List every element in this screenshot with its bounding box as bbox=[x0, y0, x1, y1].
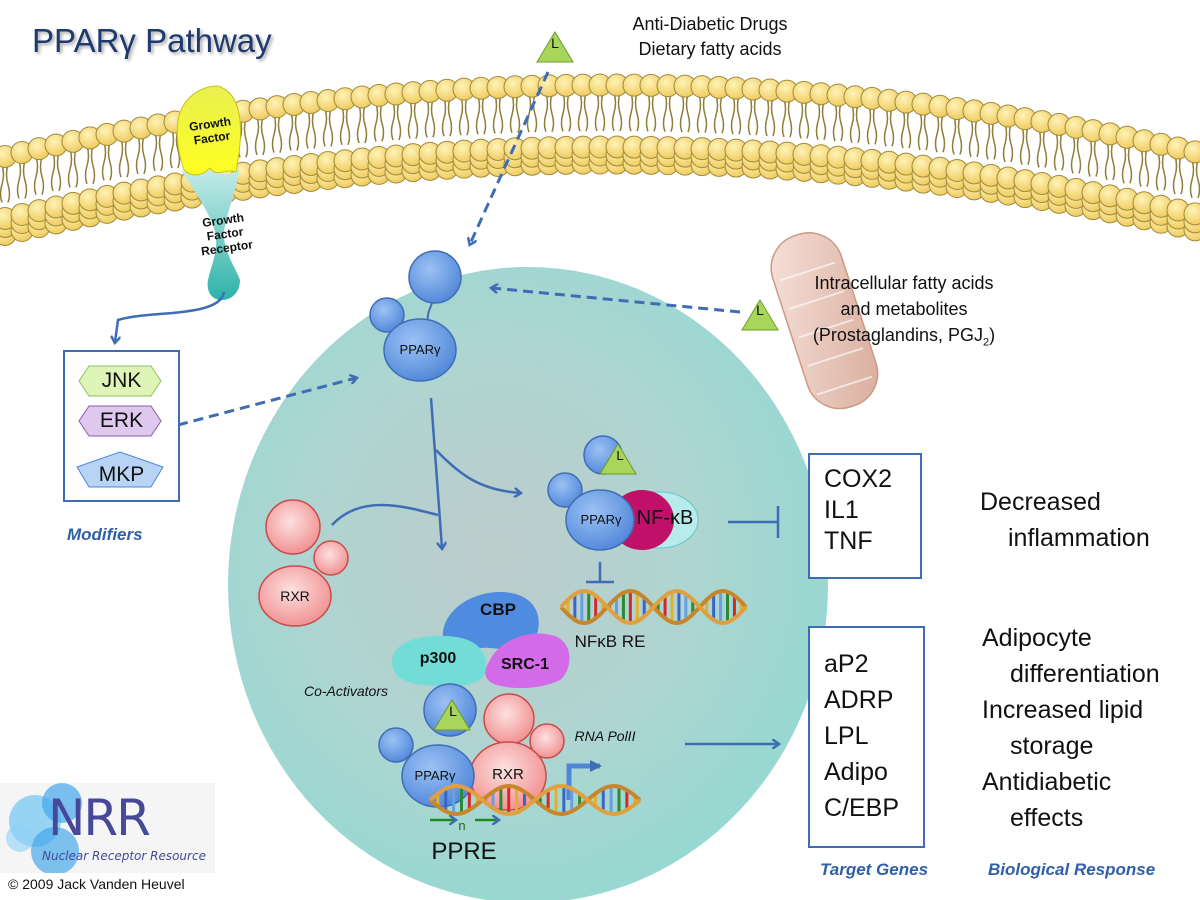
nrr-logo-bubbles bbox=[6, 783, 82, 873]
ligand-ppre-triangle bbox=[433, 699, 471, 731]
response-line-6: effects bbox=[1010, 804, 1084, 832]
ligand-intracellular-label: L bbox=[756, 302, 764, 318]
ligand-extracellular-label: L bbox=[551, 35, 559, 51]
rxr-free-label: RXR bbox=[280, 588, 310, 604]
jnk-hexagon bbox=[78, 365, 162, 397]
intracellular-ligand-line-1: Intracellular fatty acids bbox=[814, 273, 994, 293]
dna-strand bbox=[559, 588, 748, 626]
response-line-3: Increased lipid bbox=[982, 696, 1144, 724]
ppar-dna-label: PPARγ bbox=[414, 768, 456, 783]
nfkb-re-inhibit bbox=[586, 562, 614, 584]
inflammation-response: Decreased inflammation bbox=[980, 484, 1150, 556]
erk-hexagon bbox=[78, 405, 162, 437]
modifier-jnk: JNK bbox=[101, 369, 142, 392]
ppar-down-arrow bbox=[429, 397, 442, 548]
inflammation-response-line-2: inflammation bbox=[1008, 524, 1150, 552]
receptor-to-modifiers-arrow bbox=[115, 291, 226, 342]
target-gene-ap2: aP2 bbox=[824, 650, 869, 678]
nrr-logo: NRR Nuclear Receptor Resource bbox=[0, 783, 215, 873]
page-title: PPARγ Pathway bbox=[32, 22, 272, 59]
coactivator-cbp-label: CBP bbox=[480, 600, 516, 619]
ligand-triangle-icon bbox=[433, 31, 779, 731]
extracellular-ligands-text: Anti-Diabetic Drugs Dietary fatty acids bbox=[590, 12, 830, 62]
intracellular-ligand-line-2: and metabolites bbox=[840, 299, 968, 319]
rxr-join-line bbox=[331, 503, 439, 526]
coactivator-src1-label: SRC-1 bbox=[500, 656, 549, 673]
ppre-dna bbox=[428, 783, 642, 817]
modifier-mkp: MKP bbox=[98, 463, 145, 486]
intracellular-ligands-text: Intracellular fatty acids and metabolite… bbox=[776, 270, 1032, 356]
nfkb-label: NF-κB bbox=[636, 507, 694, 529]
response-line-1: Adipocyte bbox=[982, 624, 1092, 652]
rxr-dna-label: RXR bbox=[492, 766, 524, 783]
growth-factor-receptor-shape bbox=[180, 168, 240, 300]
response-line-5: Antidiabetic bbox=[982, 768, 1112, 796]
inflammation-genes-box: COX2 IL1 TNF bbox=[808, 453, 922, 579]
ligand-extracellular-triangle bbox=[536, 31, 574, 63]
modifiers-shapes bbox=[76, 365, 164, 488]
intracellular-ligand-arrow bbox=[492, 288, 741, 314]
response-line-2: differentiation bbox=[1010, 660, 1160, 688]
ppar-nfkb-complex bbox=[547, 435, 699, 551]
coactivator-p300-label: p300 bbox=[419, 650, 457, 667]
nrr-logo-name: Nuclear Receptor Resource bbox=[42, 849, 206, 863]
cell-membrane bbox=[0, 73, 1200, 246]
copyright: © 2009 Jack Vanden Heuvel bbox=[8, 876, 185, 892]
target-genes-box: aP2 ADRP LPL Adipo C/EBP bbox=[808, 626, 925, 848]
target-genes-caption: Target Genes bbox=[820, 860, 929, 879]
target-gene-cebp: C/EBP bbox=[824, 794, 900, 822]
inflammation-gene-tnf: TNF bbox=[824, 527, 873, 555]
ligand-nfkb-triangle bbox=[599, 443, 637, 475]
intracellular-ligand-line-3: (Prostaglandins, PGJ2) bbox=[812, 325, 996, 349]
ppar-cytoplasm-label: PPARγ bbox=[399, 342, 441, 357]
ligand-intracellular-triangle bbox=[741, 299, 779, 331]
extracellular-ligand-line-2: Dietary fatty acids bbox=[638, 39, 782, 59]
coactivators-caption: Co-Activators bbox=[303, 683, 389, 699]
mitochondrion bbox=[770, 232, 879, 410]
modifiers-caption: Modifiers bbox=[67, 525, 143, 544]
ppar-to-nfkb-arrow bbox=[435, 449, 520, 493]
mkp-pentagon bbox=[76, 451, 164, 488]
inflammation-gene-cox2: COX2 bbox=[824, 465, 893, 493]
nrr-logo-letters: NRR bbox=[48, 789, 151, 847]
ppar-nfkb-label: PPARγ bbox=[580, 512, 622, 527]
nucleus-sphere bbox=[228, 267, 828, 900]
target-gene-adrp: ADRP bbox=[824, 686, 894, 714]
biological-response-list: Adipocyte differentiation Increased lipi… bbox=[982, 620, 1160, 836]
rxr-free bbox=[258, 499, 349, 627]
modifiers-arrow bbox=[177, 378, 356, 427]
ppar-cytoplasm bbox=[369, 250, 462, 382]
nfkb-re-dna bbox=[559, 588, 748, 626]
biological-response-caption: Biological Response bbox=[988, 860, 1156, 879]
ppre-label: PPRE bbox=[431, 838, 497, 865]
inflammation-gene-il1: IL1 bbox=[824, 496, 859, 524]
extracellular-ligand-line-1: Anti-Diabetic Drugs bbox=[632, 14, 788, 34]
rna-pol-label: RNA PolII bbox=[574, 728, 636, 744]
target-gene-adipo: Adipo bbox=[824, 758, 888, 786]
target-gene-lpl: LPL bbox=[824, 722, 869, 750]
modifier-erk: ERK bbox=[99, 409, 144, 432]
nfkb-inhibit-cox2 bbox=[728, 506, 780, 538]
modifiers-box: JNK ERK MKP bbox=[63, 350, 180, 502]
ligand-ppre-label: L bbox=[449, 703, 457, 719]
nfkb-re-label: NFκB RE bbox=[574, 632, 646, 651]
dna-strand bbox=[428, 783, 642, 817]
ppre-repeat-label: n bbox=[458, 818, 466, 833]
coactivator-complex bbox=[392, 592, 570, 689]
inflammation-response-line-1: Decreased bbox=[980, 488, 1101, 516]
ligand-nfkb-label: L bbox=[616, 448, 624, 463]
response-line-4: storage bbox=[1010, 732, 1094, 760]
growth-factor-shape bbox=[176, 85, 241, 176]
